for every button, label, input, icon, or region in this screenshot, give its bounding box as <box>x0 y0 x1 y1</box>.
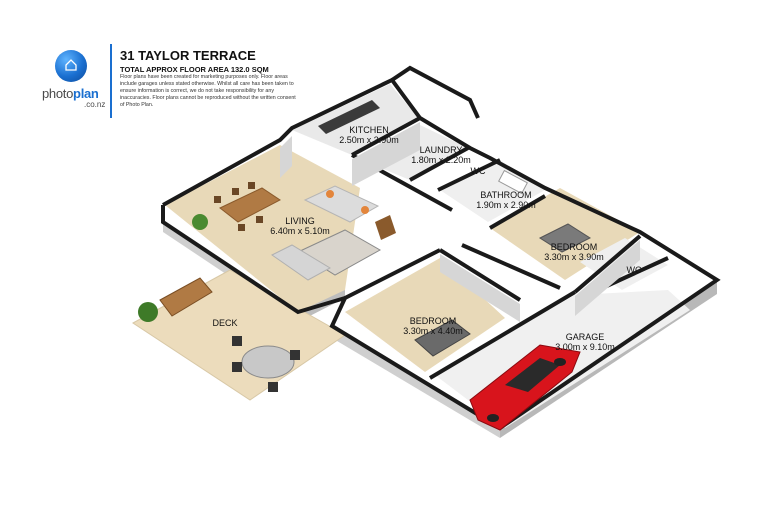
garage-size: 3.00m x 9.10m <box>555 342 615 352</box>
wall-faces <box>280 122 640 322</box>
living-size: 6.40m x 5.10m <box>270 226 330 236</box>
bedroom1-size: 3.30m x 3.90m <box>544 252 604 262</box>
photoplan-logo <box>55 50 87 82</box>
outdoor-chairs <box>232 336 300 392</box>
floor-area: TOTAL APPROX FLOOR AREA 132.0 SQM <box>120 65 269 74</box>
garage-label: GARAGE <box>566 332 605 342</box>
house-icon <box>65 59 77 71</box>
deck-label: DECK <box>212 318 237 328</box>
logo-wordmark: photoplan <box>42 86 99 101</box>
sofa <box>271 244 332 281</box>
bed <box>414 319 471 357</box>
living-label: LIVING <box>285 216 315 226</box>
potted-plant <box>192 214 208 230</box>
sofa <box>303 185 380 223</box>
plan-header: photoplan .co.nz 31 TAYLOR TERRACE TOTAL… <box>40 40 300 120</box>
laundry-size: 1.80m x 2.20m <box>411 155 471 165</box>
laundry-label: LAUNDRY <box>420 145 463 155</box>
kitchen-size: 2.50m x 3.90m <box>339 135 399 145</box>
bedroom1-label: BEDROOM <box>551 242 598 252</box>
bench-seat <box>159 277 213 317</box>
disclaimer-text: Floor plans have been created for market… <box>120 74 296 108</box>
potted-plant <box>138 302 158 322</box>
red-car <box>469 344 581 431</box>
side-table <box>375 215 396 240</box>
property-title: 31 TAYLOR TERRACE <box>120 48 256 63</box>
header-divider <box>110 44 112 118</box>
kitchen-bench <box>318 100 380 134</box>
kitchen-label: KITCHEN <box>349 125 389 135</box>
bedroom2-label: BEDROOM <box>410 316 457 326</box>
bed <box>538 223 592 253</box>
dining-table <box>214 182 281 231</box>
bathtub <box>498 169 528 195</box>
bathroom-label: BATHROOM <box>480 190 531 200</box>
bedroom2-size: 3.30m x 4.40m <box>403 326 463 336</box>
wall-lines <box>161 65 721 431</box>
wc2-label: WC <box>627 265 642 275</box>
logo-domain: .co.nz <box>84 100 106 109</box>
bathroom-size: 1.90m x 2.90m <box>476 200 536 210</box>
wc1-label: WC <box>471 166 486 176</box>
outdoor-table <box>241 345 295 379</box>
